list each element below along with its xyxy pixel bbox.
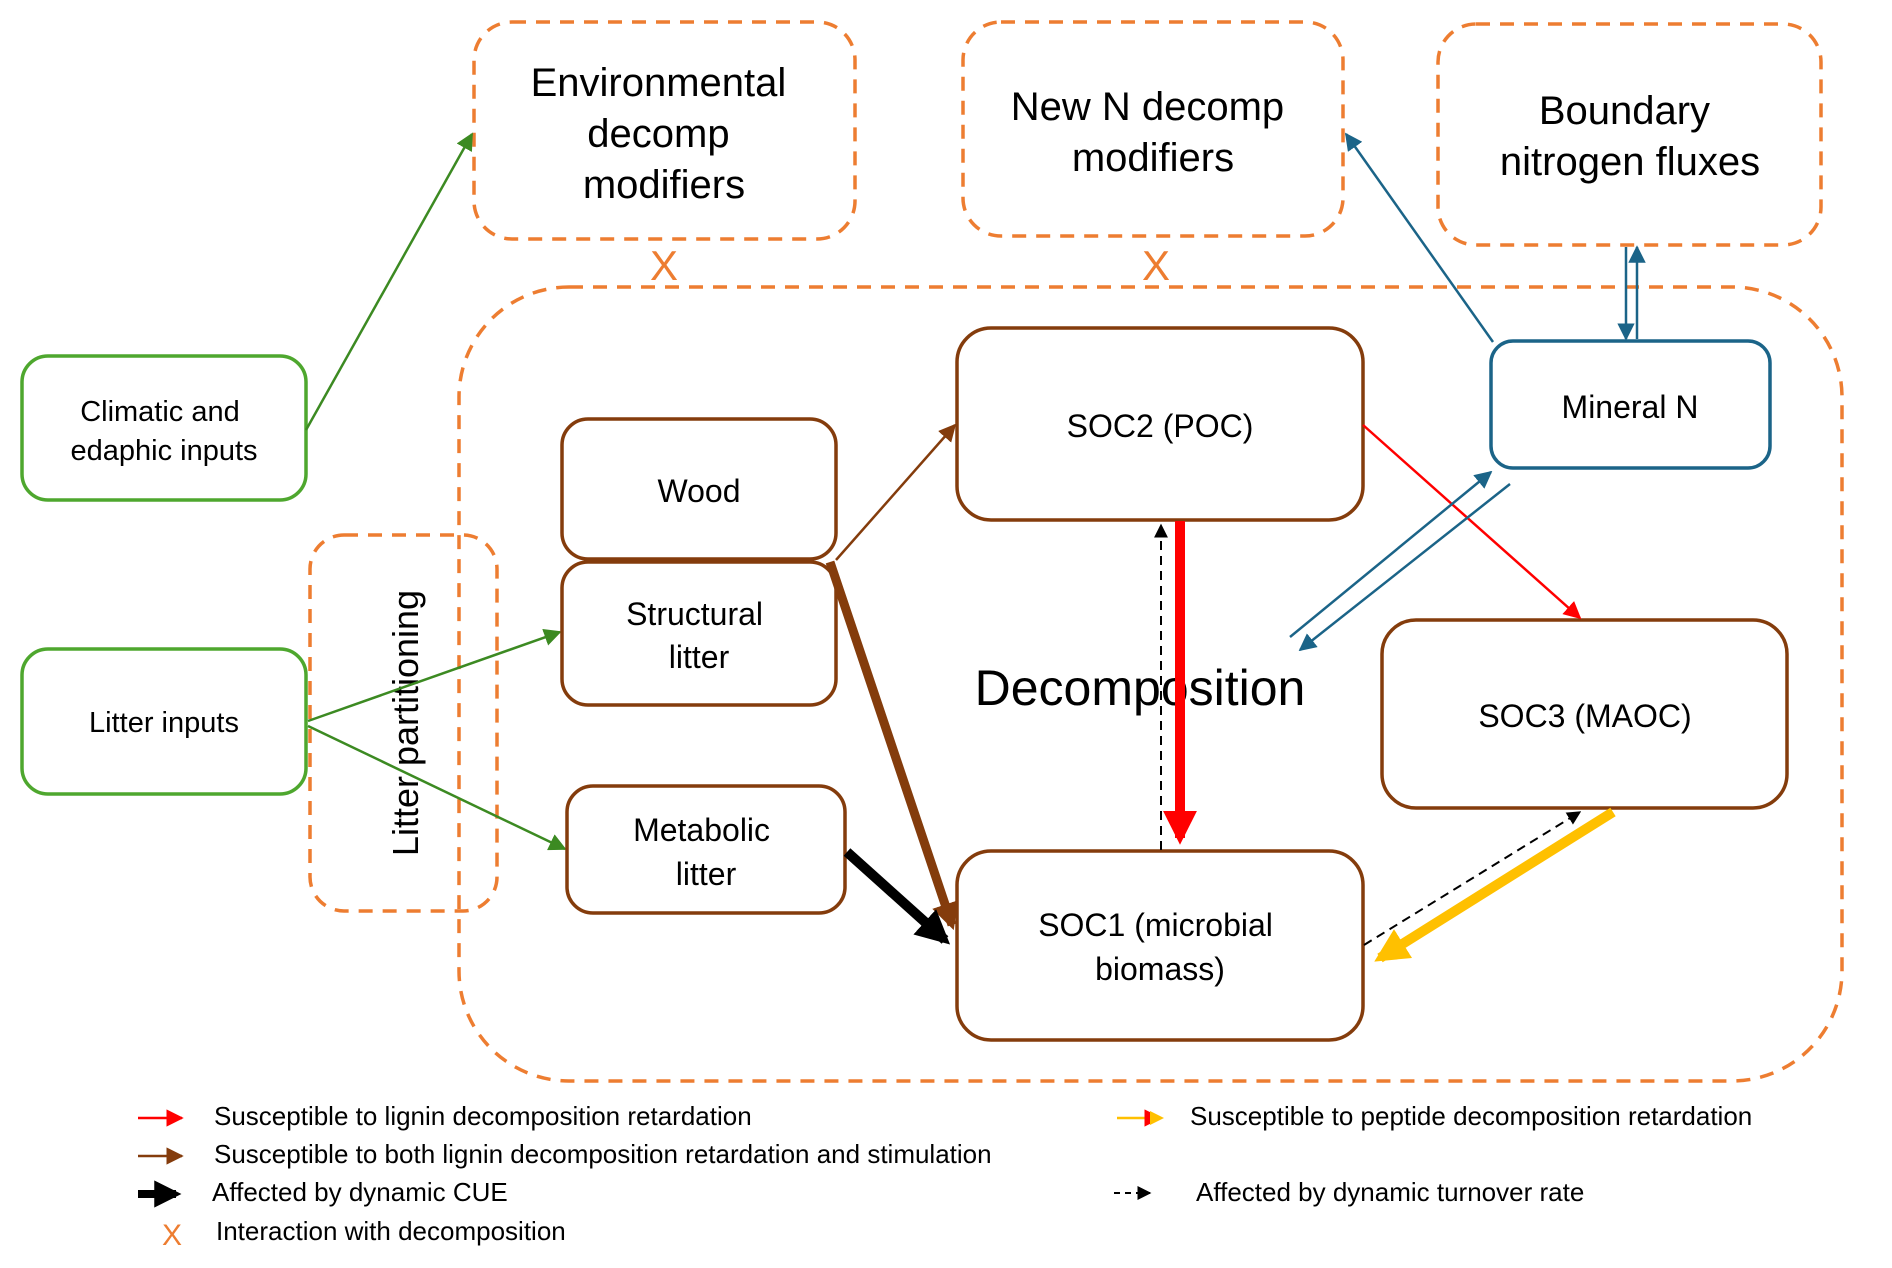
- legend-item-lignin-retardation-stimulation: Susceptible to both lignin decomposition…: [214, 1139, 992, 1169]
- metabolic-litter-label: Metabolic litter: [633, 812, 779, 892]
- arrow-litter-to-structural: [307, 628, 562, 723]
- boundary-nitrogen-fluxes-box: [1436, 22, 1823, 247]
- arrow-decomposition-to-mineral-n: [1289, 470, 1493, 638]
- arrow-mineral-n-to-decomposition: [1298, 483, 1511, 652]
- boundary-nitrogen-fluxes-label: Boundary nitrogen fluxes: [1500, 89, 1760, 184]
- interaction-x-mark-environmental: X: [650, 242, 678, 289]
- arrow-mineral-n-to-new-n-modifiers: [1344, 132, 1495, 343]
- legend-item-lignin-retardation: Susceptible to lignin decomposition reta…: [214, 1101, 752, 1131]
- climatic-edaphic-inputs-box: [20, 354, 308, 502]
- legend-item-interaction: Interaction with decomposition: [216, 1216, 566, 1246]
- mineral-n-box: [1489, 339, 1772, 470]
- legend-yellow-arrowhead-icon: [1150, 1111, 1164, 1125]
- interaction-x-mark-new-n: X: [1142, 242, 1170, 289]
- arrow-climatic-to-environmental: [304, 132, 474, 431]
- arrow-litter-to-metabolic: [307, 724, 567, 851]
- environmental-modifiers-box: [472, 20, 857, 241]
- legend-item-dynamic-cue: Affected by dynamic CUE: [212, 1177, 508, 1207]
- litter-inputs-box: [20, 647, 308, 796]
- legend-item-peptide-retardation: Susceptible to peptide decomposition ret…: [1190, 1101, 1753, 1131]
- structural-litter-label: Structural litter: [626, 596, 772, 675]
- litter-partitioning-label: Litter partitioning: [385, 590, 426, 856]
- soc2-poc-label: SOC2 (POC): [1067, 408, 1254, 444]
- soc3-maoc-box: [1380, 618, 1789, 810]
- structural-litter-box: [560, 560, 838, 707]
- soc2-poc-box: [955, 326, 1365, 522]
- wood-label: Wood: [657, 473, 740, 509]
- legend-orange-x-icon: X: [162, 1219, 182, 1252]
- arrow-soc3-to-soc1: [1374, 807, 1616, 963]
- environmental-modifiers-label: Environmental decomp modifiers: [531, 61, 798, 207]
- soc1-microbial-biomass-box: [955, 849, 1365, 1042]
- litter-inputs-label: Litter inputs: [89, 707, 239, 739]
- arrow-soc1-to-soc3-turnover: [1363, 811, 1582, 946]
- new-n-modifiers-label: New N decomp modifiers: [1011, 85, 1296, 180]
- litter-partitioning-box: [308, 533, 499, 913]
- decomposition-label: Decomposition: [975, 660, 1306, 716]
- new-n-modifiers-box: [961, 20, 1345, 238]
- climatic-edaphic-inputs-label: Climatic and edaphic inputs: [70, 396, 257, 467]
- arrow-soc2-to-soc3: [1362, 424, 1582, 620]
- arrow-wood-structural-to-soc1: [825, 560, 958, 931]
- decomposition-region: [457, 285, 1844, 1083]
- mineral-n-label: Mineral N: [1562, 389, 1699, 425]
- wood-box: [560, 417, 838, 561]
- arrow-wood-to-soc2: [835, 423, 957, 561]
- legend-item-dynamic-turnover: Affected by dynamic turnover rate: [1196, 1177, 1585, 1207]
- soc3-maoc-label: SOC3 (MAOC): [1478, 698, 1691, 734]
- soc1-microbial-biomass-label: SOC1 (microbial biomass): [1038, 907, 1282, 987]
- metabolic-litter-box: [565, 784, 847, 915]
- arrow-metabolic-to-soc1: [843, 848, 951, 945]
